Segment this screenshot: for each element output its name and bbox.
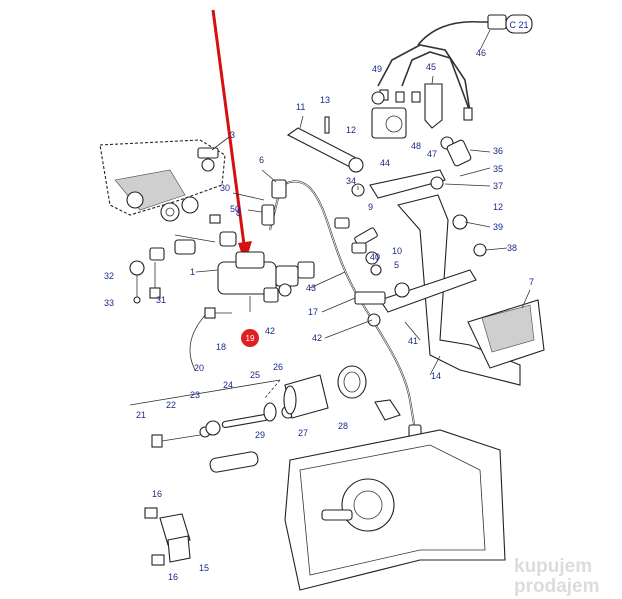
label-39: 39	[493, 222, 503, 232]
label-30: 30	[220, 183, 230, 193]
red-pointer-arrow	[211, 9, 247, 253]
label-36: 36	[493, 146, 503, 156]
label-22: 22	[166, 400, 176, 410]
label-25: 25	[250, 370, 260, 380]
label-37: 37	[493, 181, 503, 191]
label-46: 46	[476, 48, 486, 58]
label-12a: 12	[346, 125, 356, 135]
label-42a: 42	[265, 326, 275, 336]
label-45: 45	[426, 62, 436, 72]
label-24: 24	[223, 380, 233, 390]
label-32: 32	[104, 271, 114, 281]
highlight-marker-19: 19	[241, 329, 259, 347]
label-7: 7	[529, 277, 534, 287]
label-14: 14	[431, 371, 441, 381]
label-6: 6	[259, 155, 264, 165]
label-13: 13	[320, 95, 330, 105]
label-23: 23	[190, 390, 200, 400]
label-21: 21	[136, 410, 146, 420]
part-labels: 1 3 5 6 7 8 9 10 11 12 12 13 14 15 16 16…	[104, 48, 534, 582]
label-16a: 16	[152, 489, 162, 499]
label-1: 1	[190, 267, 195, 277]
label-15: 15	[199, 563, 209, 573]
label-35: 35	[493, 164, 503, 174]
label-19: 19	[246, 334, 255, 343]
watermark-logo: kupujem prodajem	[514, 556, 600, 597]
label-28: 28	[338, 421, 348, 431]
gearbox-housing	[284, 429, 506, 591]
hydraulic-block	[99, 139, 226, 222]
label-44: 44	[380, 158, 390, 168]
label-43: 43	[306, 283, 316, 293]
label-27: 27	[298, 428, 308, 438]
connector-tag: C 21	[509, 20, 528, 30]
pedal-bracket	[369, 169, 545, 386]
watermark-line1: kupujem	[514, 556, 592, 577]
label-18: 18	[216, 342, 226, 352]
master-cylinder	[189, 251, 315, 371]
label-11: 11	[296, 102, 305, 112]
label-31: 31	[156, 295, 166, 305]
label-40: 40	[370, 252, 380, 262]
label-10: 10	[392, 246, 402, 256]
label-12b: 12	[493, 202, 503, 212]
label-3: 3	[230, 130, 235, 140]
label-26: 26	[273, 362, 283, 372]
label-20: 20	[194, 363, 204, 373]
label-41: 41	[408, 336, 418, 346]
label-47: 47	[427, 149, 437, 159]
switch-assembly	[371, 14, 507, 139]
label-38: 38	[507, 243, 517, 253]
label-5: 5	[394, 260, 399, 270]
label-8: 8	[236, 208, 241, 218]
leader-lines	[195, 29, 531, 376]
label-17: 17	[308, 307, 318, 317]
label-29: 29	[255, 430, 265, 440]
label-48: 48	[411, 141, 421, 151]
label-50: 50	[230, 204, 240, 214]
label-33: 33	[104, 298, 114, 308]
label-16b: 16	[168, 572, 178, 582]
label-49: 49	[372, 64, 382, 74]
watermark-line2: prodajem	[514, 576, 600, 597]
label-34: 34	[346, 176, 356, 186]
label-9: 9	[368, 202, 373, 212]
label-42b: 42	[312, 333, 322, 343]
